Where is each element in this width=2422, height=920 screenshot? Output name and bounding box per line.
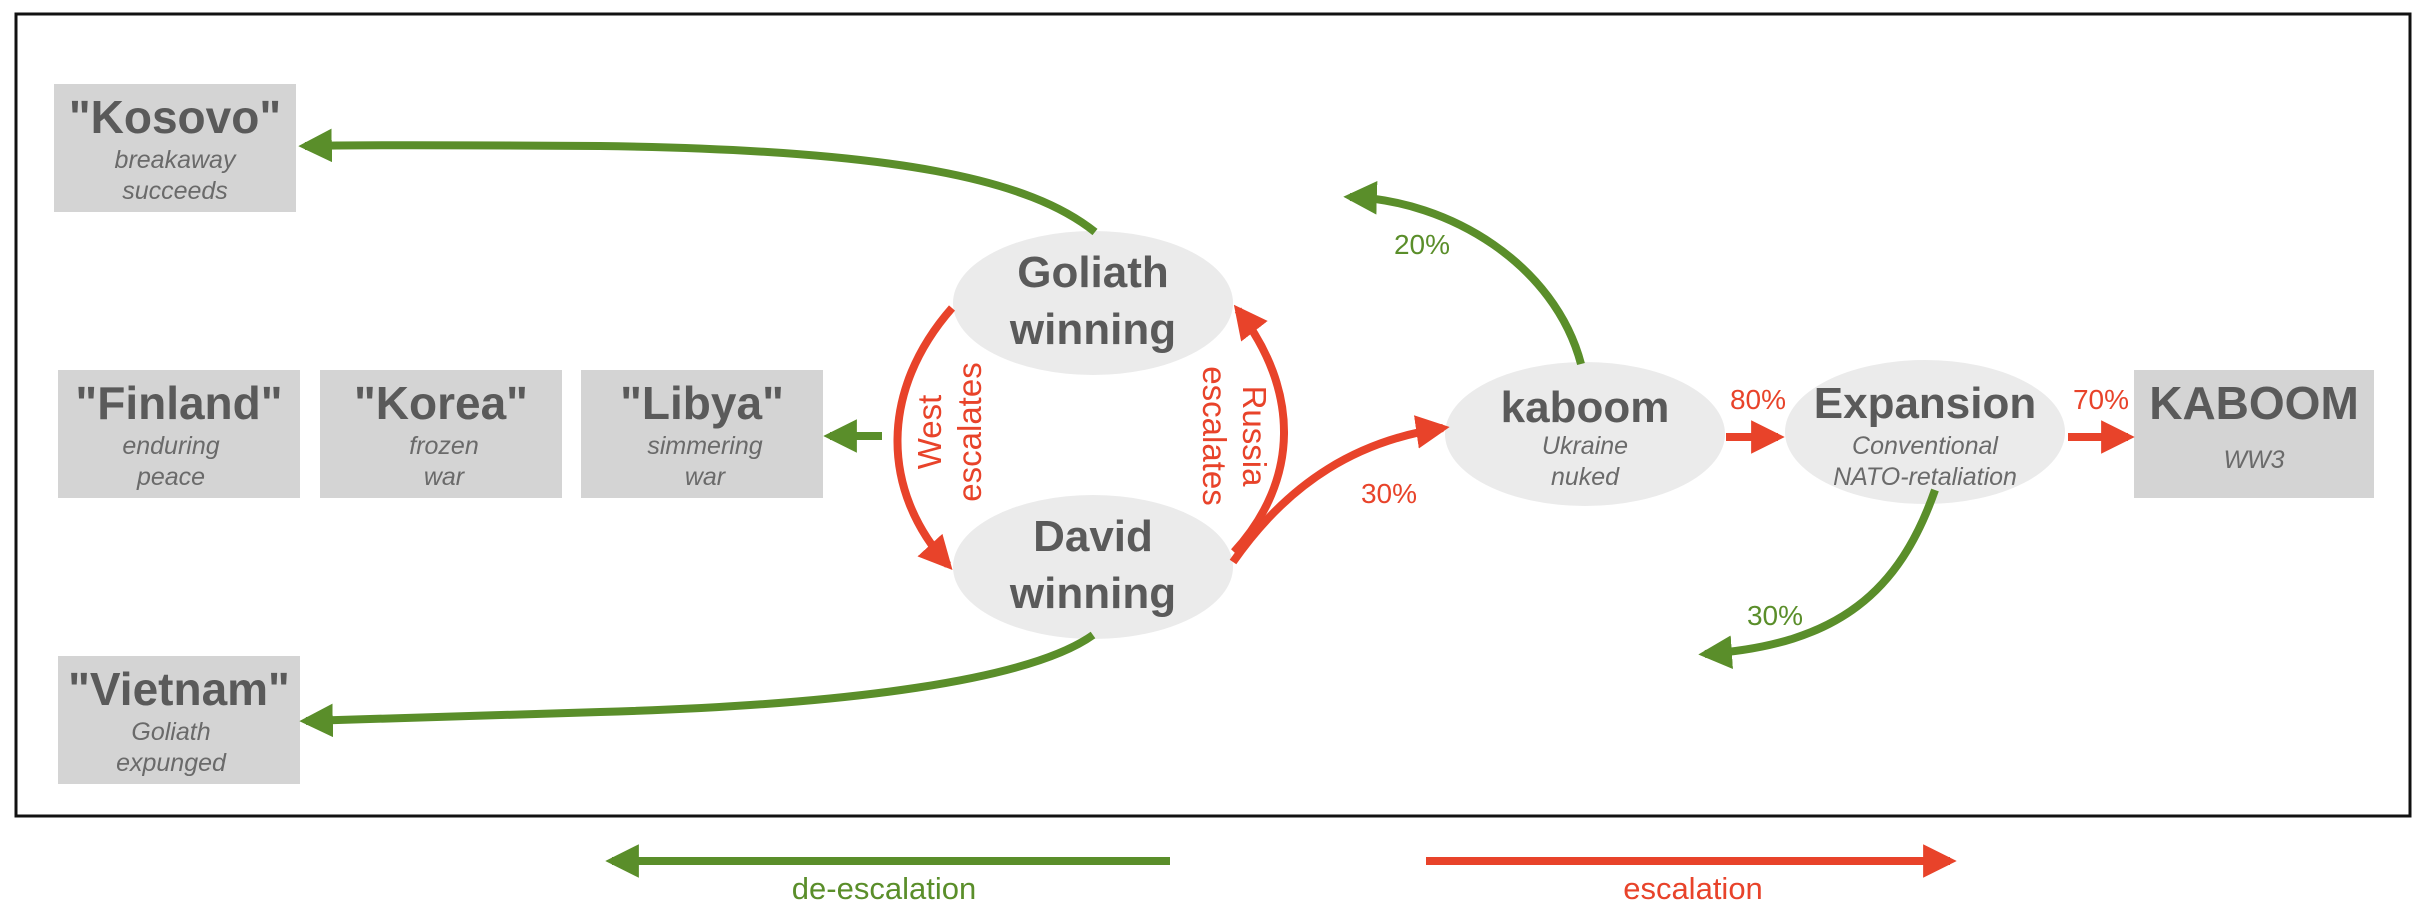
edge-goliath-to-kosovo: [298, 128, 1098, 236]
outcome-kaboom-ww3: KABOOM WW3: [2134, 370, 2374, 498]
outcome-korea-title: "Korea": [354, 377, 528, 429]
outcome-finland-title: "Finland": [75, 377, 282, 429]
outcome-kaboom-ww3-title: KABOOM: [2149, 377, 2359, 429]
outcome-vietnam-box: [58, 656, 300, 784]
outcome-finland-line2: peace: [136, 463, 205, 491]
outcome-kosovo-title: "Kosovo": [69, 91, 281, 143]
outcome-libya-line2: war: [685, 463, 727, 491]
outcome-vietnam: "Vietnam" Goliath expunged: [58, 656, 300, 784]
node-expansion-line1: Conventional: [1852, 432, 1999, 460]
outcome-finland: "Finland" enduring peace: [58, 370, 300, 498]
node-kaboom-line2: nuked: [1551, 463, 1620, 491]
label-russia: Russia: [1236, 386, 1273, 488]
edge-russia-escalates: [1231, 304, 1288, 555]
node-kaboom-shape: [1445, 362, 1725, 506]
edge-david-to-vietnam: [299, 631, 1096, 738]
label-west-escalates: escalates: [951, 362, 988, 501]
label-expansion-to-kaboom-pct: 70%: [2073, 384, 2129, 415]
edge-kaboom-deescalate: [1343, 181, 1585, 366]
outcome-kosovo-box: [54, 84, 296, 212]
outcome-libya-line1: simmering: [647, 432, 762, 460]
outcome-libya-title: "Libya": [620, 377, 784, 429]
diagram-frame: [14, 12, 2412, 818]
outcome-kaboom-ww3-line1: WW3: [2223, 446, 2284, 474]
label-west: West: [911, 395, 948, 470]
node-goliath-winning: Goliath winning: [953, 231, 1233, 375]
node-david-line2: winning: [1009, 569, 1176, 618]
edge-west-escalates: [893, 305, 956, 570]
node-kaboom-title: kaboom: [1501, 383, 1670, 432]
label-kaboom-to-expansion-pct: 80%: [1730, 384, 1786, 415]
node-david-winning: David winning: [953, 495, 1233, 639]
legend-deescalation-label: de-escalation: [792, 871, 976, 906]
outcome-kosovo: "Kosovo" breakaway succeeds: [54, 84, 296, 212]
outcome-vietnam-line1: Goliath: [131, 718, 210, 746]
outcome-korea-box: [320, 370, 562, 498]
outcome-libya-box: [581, 370, 823, 498]
outcome-vietnam-title: "Vietnam": [68, 663, 290, 715]
node-goliath-line1: Goliath: [1017, 248, 1169, 297]
edge-expansion-deescalate: [1698, 488, 1939, 669]
legend-escalation-label: escalation: [1623, 871, 1763, 906]
node-kaboom: kaboom Ukraine nuked: [1445, 362, 1725, 506]
legend: de-escalation escalation: [605, 844, 1957, 906]
node-goliath-winning-shape: [953, 231, 1233, 375]
edge-david-to-kaboom: [1229, 415, 1450, 565]
outcome-korea-line2: war: [424, 463, 466, 491]
label-david-to-kaboom-pct: 30%: [1361, 478, 1417, 509]
label-kaboom-deescalate-pct: 20%: [1394, 229, 1450, 260]
outcome-kosovo-line2: succeeds: [122, 177, 228, 205]
node-expansion-shape: [1785, 360, 2065, 504]
label-expansion-deescalate-pct: 30%: [1747, 600, 1803, 631]
label-russia-escalates: escalates: [1196, 366, 1233, 505]
outcome-finland-box: [58, 370, 300, 498]
node-expansion-title: Expansion: [1814, 379, 2037, 428]
node-david-line1: David: [1033, 512, 1153, 561]
node-expansion-line2: NATO-retaliation: [1833, 463, 2017, 491]
outcome-libya: "Libya" simmering war: [581, 370, 823, 498]
outcome-finland-line1: enduring: [122, 432, 219, 460]
outcome-kaboom-ww3-box: [2134, 370, 2374, 498]
node-expansion: Expansion Conventional NATO-retaliation: [1785, 360, 2065, 504]
outcome-korea-line1: frozen: [409, 432, 478, 460]
outcome-korea: "Korea" frozen war: [320, 370, 562, 498]
outcome-kosovo-line1: breakaway: [115, 146, 237, 174]
node-david-winning-shape: [953, 495, 1233, 639]
node-goliath-line2: winning: [1009, 305, 1176, 354]
outcome-vietnam-line2: expunged: [116, 749, 227, 777]
node-kaboom-line1: Ukraine: [1542, 432, 1628, 460]
